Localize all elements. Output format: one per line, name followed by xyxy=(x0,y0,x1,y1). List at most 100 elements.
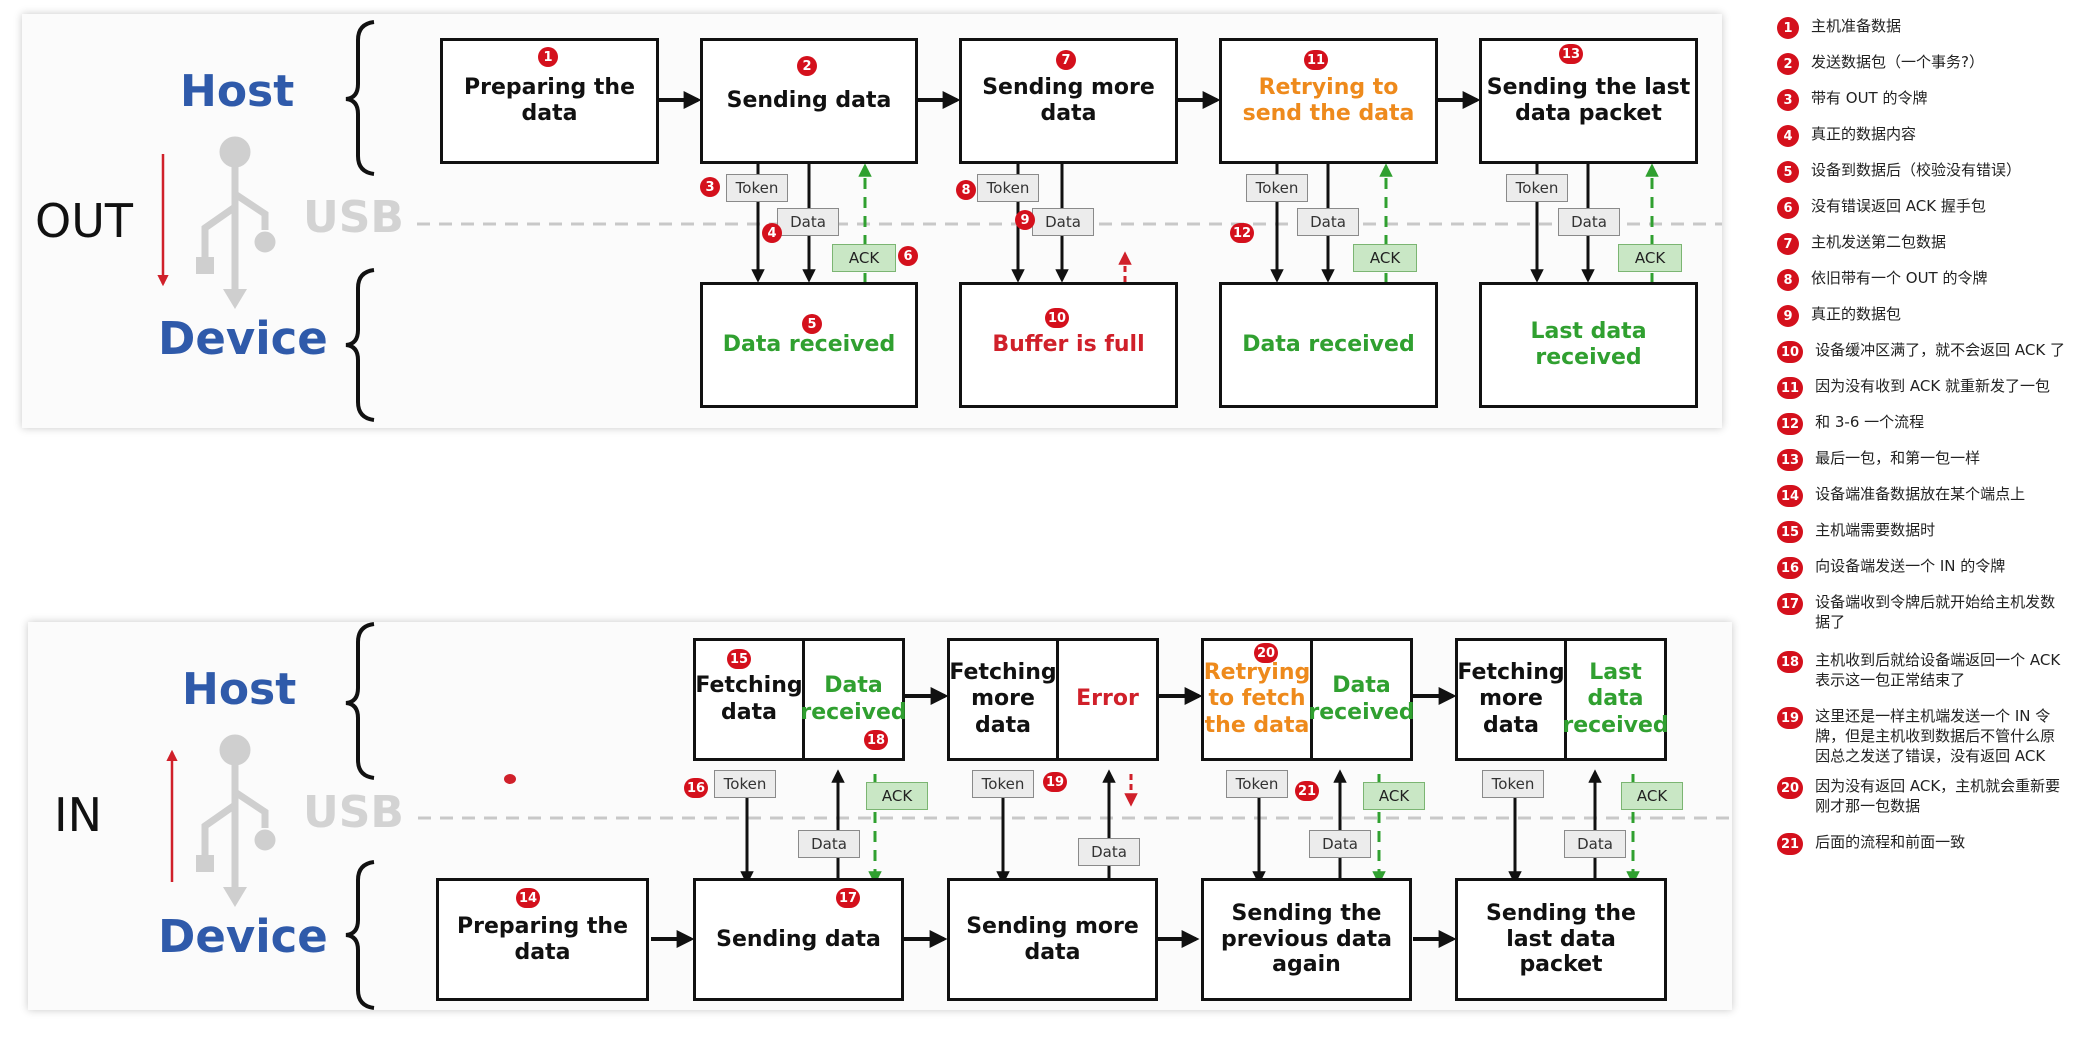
step-badge-1: 1 xyxy=(538,47,558,67)
note-number-badge: 2 xyxy=(1777,53,1799,75)
step-badge-2: 2 xyxy=(797,56,817,76)
note-number-badge: 8 xyxy=(1777,269,1799,291)
data-packet: Data xyxy=(1297,208,1359,236)
note-text: 真正的数据包 xyxy=(1811,305,1902,323)
note-item: 2 发送数据包（一个事务?） xyxy=(1777,52,2077,75)
step-badge-12: 12 xyxy=(1230,223,1255,243)
out-device-box-4: Last data received xyxy=(1479,282,1698,408)
note-number-badge: 6 xyxy=(1777,197,1799,219)
step-badge-9: 9 xyxy=(1015,210,1035,230)
ack-packet: ACK xyxy=(1621,782,1683,810)
in-transfer-diagram: IN Host USB Device Fetching data Data re… xyxy=(28,622,1732,1010)
step-badge-21: 21 xyxy=(1295,781,1320,801)
note-number-badge: 15 xyxy=(1777,521,1804,543)
data-packet: Data xyxy=(1558,208,1620,236)
note-text: 主机准备数据 xyxy=(1811,17,1902,35)
step-badge-5: 5 xyxy=(802,314,822,334)
data-packet: Data xyxy=(777,208,839,236)
note-number-badge: 19 xyxy=(1777,707,1804,729)
note-item: 16 向设备端发送一个 IN 的令牌 xyxy=(1777,556,2077,579)
step-badge-16: 16 xyxy=(684,778,709,798)
host-label: Host xyxy=(180,66,295,117)
in-device-box-5: Sending the last data packet xyxy=(1455,878,1667,1001)
note-text: 依旧带有一个 OUT 的令牌 xyxy=(1811,269,1988,287)
out-device-box-3: Data received xyxy=(1219,282,1438,408)
token-packet: Token xyxy=(726,174,788,202)
in-host-box-4-left: Fetching more data xyxy=(1457,659,1565,738)
token-packet: Token xyxy=(1482,770,1544,798)
ack-packet: ACK xyxy=(832,244,896,272)
in-host-box-2: Fetching more data Error xyxy=(947,638,1159,761)
ack-packet: ACK xyxy=(1618,244,1682,272)
in-host-box-3: Retrying to fetch the data Data received xyxy=(1201,638,1415,761)
in-host-box-2-right: Error xyxy=(1076,686,1139,712)
ack-packet: ACK xyxy=(1353,244,1417,272)
token-packet: Token xyxy=(1506,174,1568,202)
note-number-badge: 4 xyxy=(1777,125,1799,147)
note-number-badge: 7 xyxy=(1777,233,1799,255)
note-text: 主机发送第二包数据 xyxy=(1811,233,1947,251)
out-transfer-diagram: OUT Host USB Device Preparing the data S… xyxy=(22,14,1722,428)
note-number-badge: 18 xyxy=(1777,651,1804,673)
note-number-badge: 9 xyxy=(1777,305,1799,327)
device-label: Device xyxy=(158,312,328,365)
data-packet: Data xyxy=(1078,838,1140,866)
note-text: 真正的数据内容 xyxy=(1811,125,1917,143)
note-number-badge: 21 xyxy=(1777,833,1804,855)
note-text: 没有错误返回 ACK 握手包 xyxy=(1811,197,1986,215)
note-number-badge: 5 xyxy=(1777,161,1799,183)
in-host-box-4-right: Last data received xyxy=(1562,659,1669,738)
note-item: 4 真正的数据内容 xyxy=(1777,124,2077,147)
token-packet: Token xyxy=(972,770,1034,798)
step-badge-19: 19 xyxy=(1043,772,1068,792)
usb-label: USB xyxy=(303,787,404,838)
note-item: 7 主机发送第二包数据 xyxy=(1777,232,2077,255)
step-badge-17: 17 xyxy=(836,888,861,908)
in-host-box-3-left: Retrying to fetch the data xyxy=(1203,659,1311,738)
in-device-box-3: Sending more data xyxy=(947,878,1158,1001)
note-text: 主机端需要数据时 xyxy=(1815,521,1936,539)
out-diagram-lines xyxy=(157,20,1722,422)
note-number-badge: 1 xyxy=(1777,17,1799,39)
note-item: 9 真正的数据包 xyxy=(1777,304,2077,327)
note-text: 向设备端发送一个 IN 的令牌 xyxy=(1815,557,2006,575)
device-label: Device xyxy=(158,910,328,963)
note-item: 15 主机端需要数据时 xyxy=(1777,520,2077,543)
out-host-box-3: Sending more data xyxy=(959,38,1178,164)
step-badge-8: 8 xyxy=(956,180,976,200)
step-badge-4: 4 xyxy=(762,223,782,243)
step-badge-14: 14 xyxy=(516,888,541,908)
note-text: 设备端收到令牌后就开始给主机发数据了 xyxy=(1815,593,2056,631)
in-device-box-1: Preparing the data xyxy=(436,878,649,1001)
usb-label: USB xyxy=(303,192,404,243)
step-badge-10: 10 xyxy=(1045,308,1070,328)
step-badge-6: 6 xyxy=(898,246,918,266)
data-packet: Data xyxy=(1564,830,1626,858)
note-text: 设备端准备数据放在某个端点上 xyxy=(1815,485,2026,503)
note-item: 6 没有错误返回 ACK 握手包 xyxy=(1777,196,2077,219)
in-device-box-2: Sending data xyxy=(693,878,904,1001)
note-number-badge: 17 xyxy=(1777,593,1804,615)
note-text: 设备缓冲区满了，就不会返回 ACK 了 xyxy=(1815,341,2065,359)
in-host-box-4: Fetching more data Last data received xyxy=(1455,638,1669,761)
host-label: Host xyxy=(182,664,297,715)
note-number-badge: 16 xyxy=(1777,557,1804,579)
note-text: 因为没有返回 ACK，主机就会重新要刚才那一包数据 xyxy=(1815,777,2061,815)
step-badge-13: 13 xyxy=(1559,44,1584,64)
token-packet: Token xyxy=(977,174,1039,202)
step-badge-3: 3 xyxy=(700,177,720,197)
usb-trident-icon xyxy=(196,734,276,907)
note-text: 和 3-6 一个流程 xyxy=(1815,413,1925,431)
in-direction-label: IN xyxy=(54,788,102,842)
out-host-box-4: Retrying to send the data xyxy=(1219,38,1438,164)
note-text: 发送数据包（一个事务?） xyxy=(1811,53,1984,71)
out-device-box-2: Buffer is full xyxy=(959,282,1178,408)
out-host-box-2: Sending data xyxy=(700,38,918,164)
